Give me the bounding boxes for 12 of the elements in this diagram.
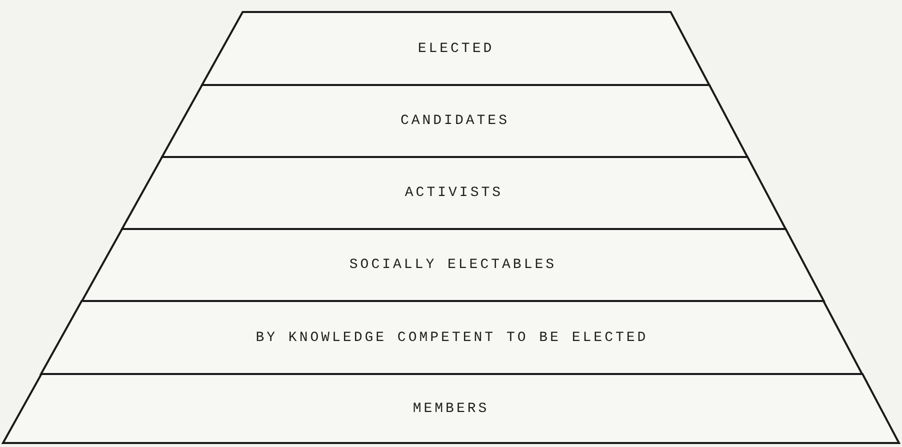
tier-label: MEMBERS <box>412 400 490 416</box>
pyramid-tier <box>162 85 748 157</box>
pyramid-tier <box>82 229 824 301</box>
pyramid-tier <box>122 157 786 229</box>
tier-label: SOCIALLY ELECTABLES <box>349 257 557 273</box>
tier-label: CANDIDATES <box>400 113 510 129</box>
pyramid-tier <box>3 374 899 443</box>
tier-label: ACTIVISTS <box>404 185 504 201</box>
pyramid-tier <box>202 12 710 85</box>
tier-label: BY KNOWLEDGE COMPETENT TO BE ELECTED <box>256 330 648 346</box>
tier-label: ELECTED <box>418 40 494 56</box>
pyramid-tier <box>41 301 862 374</box>
